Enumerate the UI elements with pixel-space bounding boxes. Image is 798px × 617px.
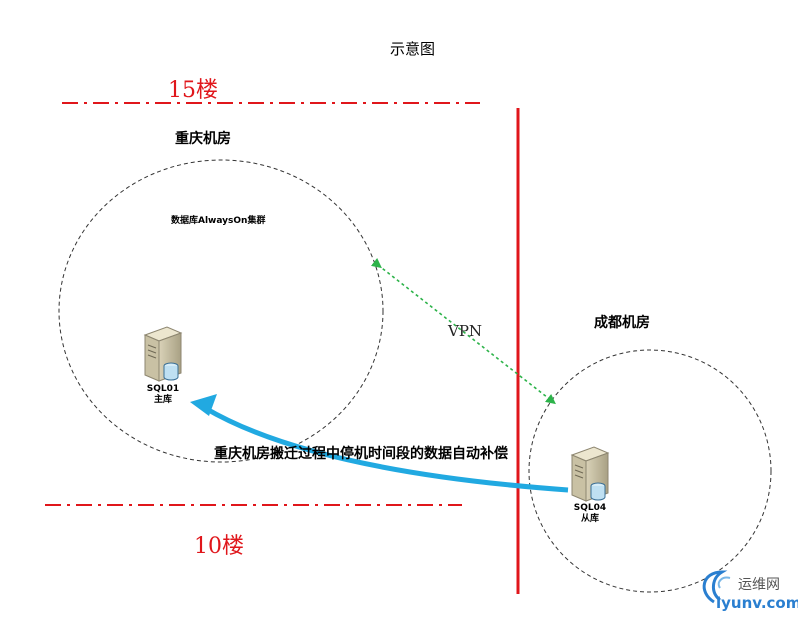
sync-label: 重庆机房搬迁过程中停机时间段的数据自动补偿	[214, 446, 508, 462]
server-sql01-icon	[143, 326, 183, 382]
floor-15-label: 15楼	[168, 78, 218, 103]
chengdu-zone-circle	[528, 349, 772, 593]
vpn-link	[370, 257, 556, 405]
sync-arrow	[203, 405, 569, 493]
chongqing-room-label: 重庆机房	[175, 131, 231, 147]
sync-arrowhead	[190, 394, 217, 416]
watermark-cn: 运维网	[738, 577, 780, 593]
watermark-logo-icon	[702, 570, 731, 604]
server-sql04-role: 从库	[580, 514, 599, 524]
server-sql04-label: SQL04 从库	[560, 503, 620, 525]
cluster-label: 数据库AlwaysOn集群	[171, 216, 266, 226]
diagram-title: 示意图	[390, 40, 436, 58]
server-sql01-label: SQL01 主库	[133, 384, 193, 406]
server-sql01-role: 主库	[153, 395, 172, 405]
chengdu-room-label: 成都机房	[594, 315, 650, 331]
server-sql04-name: SQL04	[573, 503, 607, 513]
floor-10-label: 10楼	[194, 534, 244, 559]
watermark-en: iyunv.com	[716, 594, 798, 612]
vpn-label: VPN	[448, 322, 483, 340]
server-sql04-icon	[570, 446, 610, 502]
server-sql01-name: SQL01	[146, 384, 180, 394]
